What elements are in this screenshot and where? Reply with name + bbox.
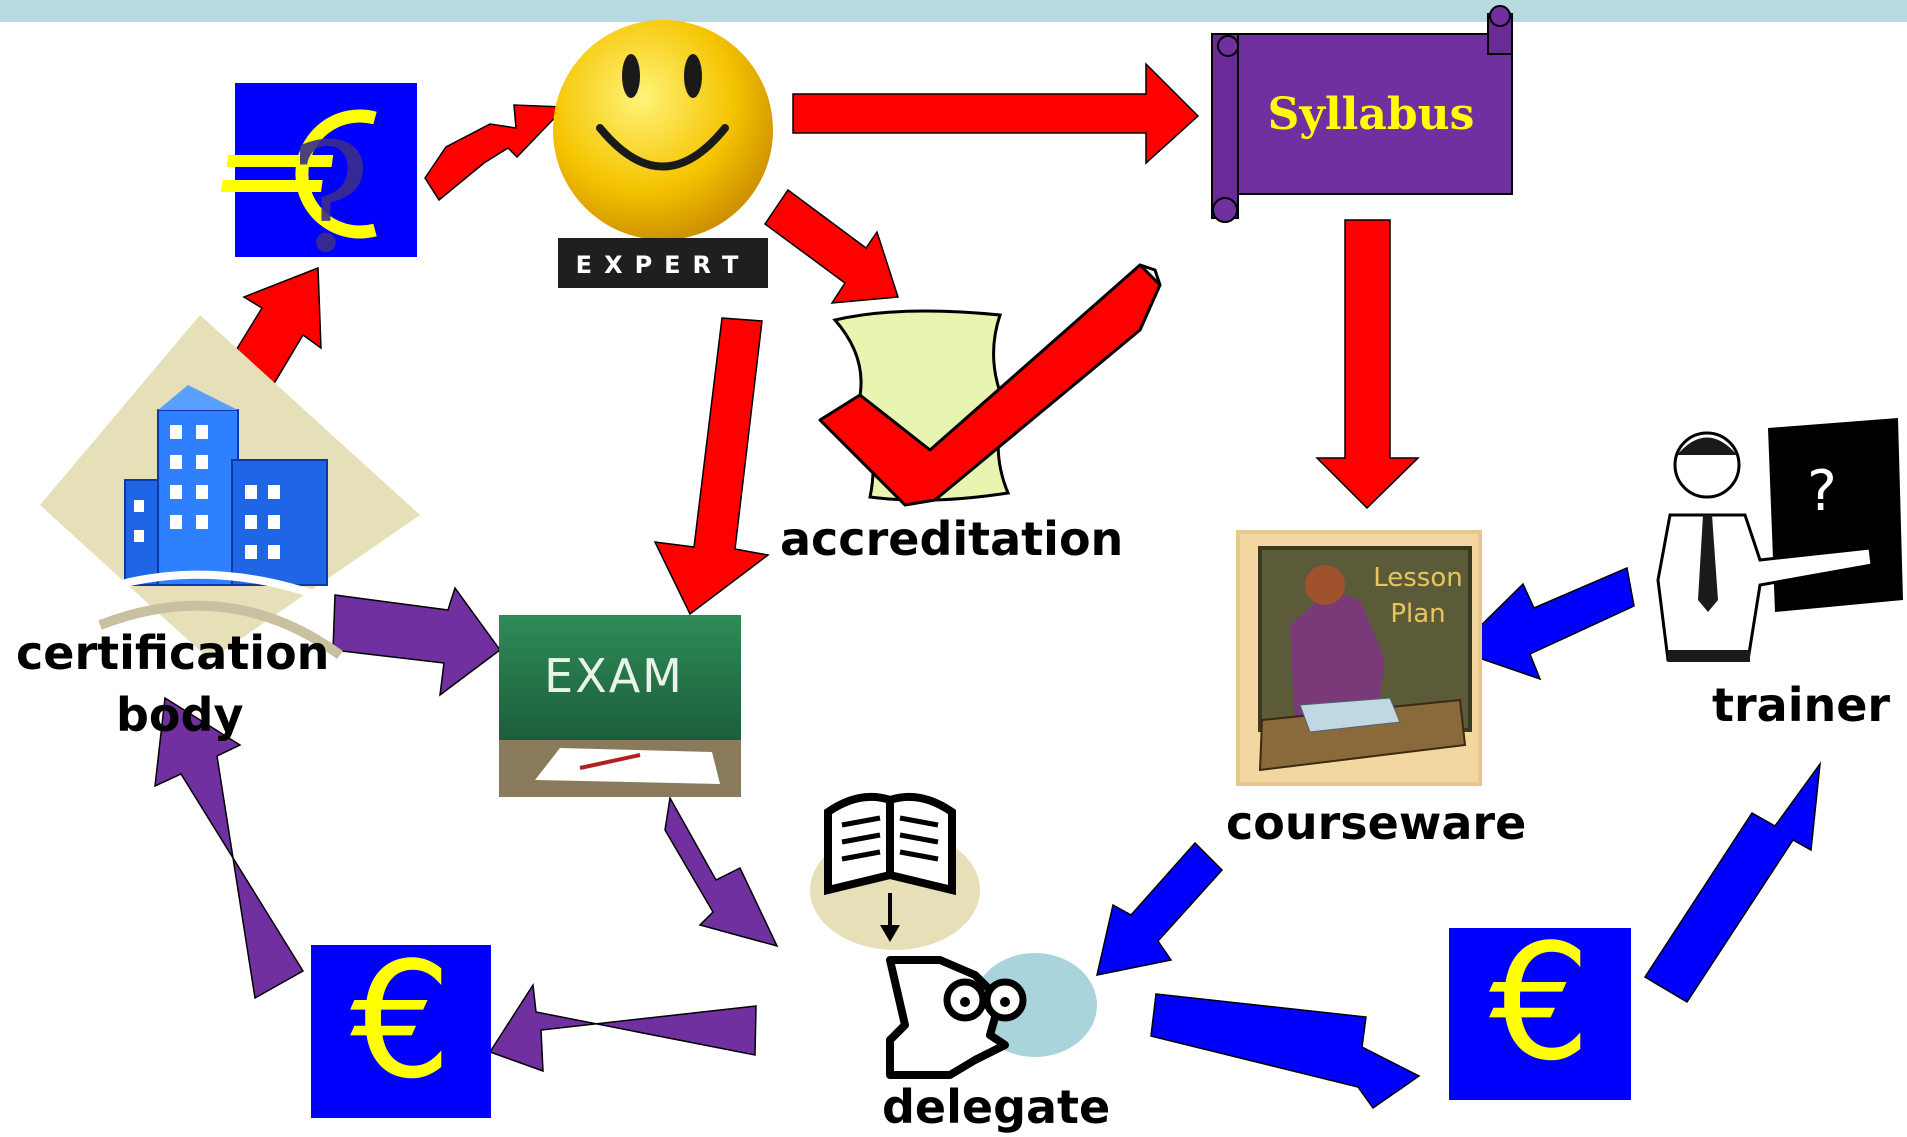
arrow-certbody-to-exam [332, 586, 502, 697]
arrow-exam-to-delegate [664, 795, 779, 948]
courseware-label: courseware [1226, 796, 1527, 850]
lesson-plan-icon: Lesson Plan [1236, 530, 1482, 786]
arrow-euro-to-trainer [1643, 761, 1822, 1004]
lesson-text-2: Plan [1390, 599, 1445, 629]
reader-icon [810, 792, 1097, 1079]
trainer-label: trainer [1712, 678, 1891, 732]
syllabus-title: Syllabus [1268, 89, 1475, 140]
arrow-expert-to-exam [653, 317, 770, 616]
svg-text:?: ? [290, 112, 370, 286]
arrow-trainer-to-courseware [1454, 566, 1635, 681]
checkmark-icon [818, 263, 1162, 507]
arrow-euro-to-certbody [154, 696, 305, 1000]
trainer-icon: ? [1656, 418, 1903, 662]
exam-chalk-text: EXAM [544, 649, 684, 703]
arrow-delegate-to-euro-right [1150, 993, 1421, 1110]
arrow-expert-to-accreditation [763, 188, 900, 304]
svg-text:€: € [350, 927, 452, 1114]
buildings-icon [40, 315, 420, 660]
arrow-syllabus-to-courseware [1315, 219, 1420, 510]
top-accent-bar [0, 0, 1907, 22]
arrow-delegate-to-euro [488, 982, 757, 1073]
arrow-courseware-to-delegate [1096, 841, 1224, 976]
euro-icon-right: € [1449, 909, 1631, 1100]
accreditation-label: accreditation [780, 512, 1124, 566]
scroll-icon: Syllabus [1211, 5, 1513, 223]
arrow-euro-to-expert [424, 104, 567, 202]
euro-icon-left: € [311, 927, 491, 1118]
chalkboard-exam-icon: EXAM [499, 615, 741, 797]
smiley-expert-icon: EXPERT [553, 20, 773, 288]
expert-banner: EXPERT [576, 251, 751, 279]
body-label: body [116, 688, 244, 742]
svg-text:€: € [1489, 909, 1591, 1096]
arrow-expert-to-syllabus [792, 62, 1200, 165]
euro-question-icon: ? [221, 83, 417, 286]
svg-text:?: ? [1807, 459, 1837, 524]
certification-label: certification [16, 626, 330, 680]
delegate-label: delegate [882, 1080, 1111, 1134]
lesson-text-1: Lesson [1373, 563, 1463, 593]
